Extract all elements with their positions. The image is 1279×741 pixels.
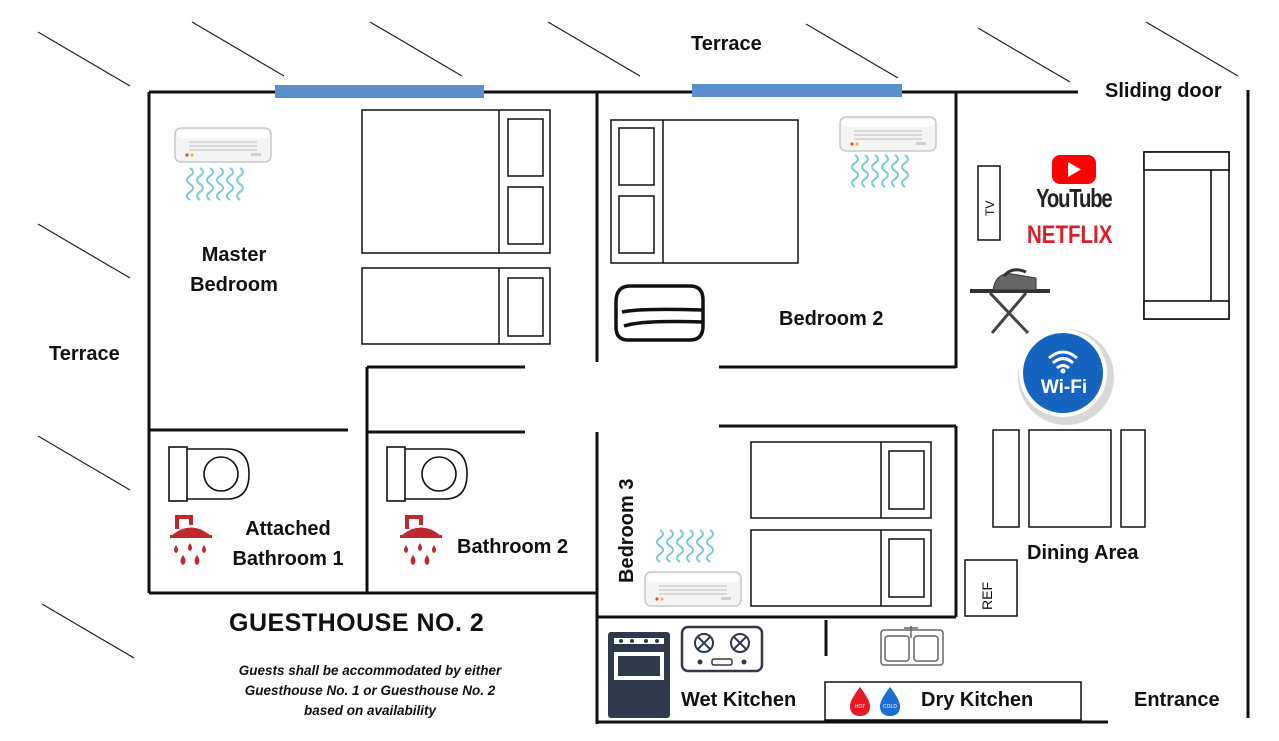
- terrace-left-label: Terrace: [49, 343, 120, 365]
- hot-label: HOT: [855, 704, 866, 710]
- attached-bathroom-1-label: Attached Bathroom 1: [232, 518, 344, 570]
- wifi-label: Wi-Fi: [1041, 377, 1087, 398]
- tv-icon: [977, 165, 1001, 241]
- note-line-3: based on availability: [303, 703, 437, 718]
- window-master-bedroom: [275, 85, 484, 98]
- wifi-icon: [1018, 329, 1114, 425]
- sliding-door-label: Sliding door: [1105, 80, 1222, 102]
- terrace-top-label: Terrace: [691, 33, 762, 55]
- wet-kitchen-label: Wet Kitchen: [681, 689, 797, 711]
- stove-icon: [680, 625, 764, 673]
- master-bedroom-label: Master Bedroom: [190, 244, 278, 296]
- hot-water-icon: [850, 687, 870, 716]
- bedroom-3-label: Bedroom 3: [616, 479, 638, 583]
- accommodation-note: Guests shall be accommodated by either G…: [210, 661, 530, 721]
- bedroom3-bed-top: [750, 441, 932, 519]
- master-bed-double: [361, 109, 551, 254]
- bathroom-2-label: Bathroom 2: [457, 536, 569, 558]
- bedroom2-bed: [610, 119, 799, 264]
- dining-table: [992, 429, 1146, 528]
- entrance-label: Entrance: [1134, 689, 1220, 711]
- toilet-icon-bath2: [386, 446, 468, 502]
- master-bed-single: [361, 267, 551, 345]
- ref-label: REF: [979, 582, 995, 610]
- refrigerator-icon: [964, 559, 1018, 617]
- blanket-icon: [614, 284, 705, 342]
- note-line-2: Guesthouse No. 1 or Guesthouse No. 2: [244, 683, 496, 698]
- bedroom2-ac-icon: [839, 116, 937, 188]
- shower-icon-bath2: [400, 515, 442, 565]
- toilet-icon-bath1: [168, 446, 250, 502]
- sofa-icon: [1143, 151, 1230, 320]
- sink-icon: [880, 626, 944, 666]
- dining-area-label: Dining Area: [1027, 542, 1139, 564]
- note-line-1: Guests shall be accommodated by either: [238, 663, 502, 678]
- oven-icon: [608, 632, 670, 718]
- bedroom-2-label: Bedroom 2: [779, 308, 884, 330]
- youtube-label: YouTube: [1036, 183, 1113, 213]
- shower-icon-bath1: [170, 515, 212, 565]
- bedroom3-ac-icon: [644, 529, 742, 607]
- bedroom3-bed-bottom: [750, 529, 932, 607]
- terrace-hatching: [37, 21, 1239, 659]
- youtube-icon: [1052, 155, 1096, 184]
- cold-water-icon: [880, 687, 900, 716]
- guesthouse-title: GUESTHOUSE NO. 2: [229, 609, 485, 637]
- cold-label: COLD: [883, 704, 897, 710]
- dry-kitchen-label: Dry Kitchen: [921, 689, 1034, 711]
- netflix-logo: NETFLIX: [1027, 221, 1113, 249]
- iron-icon: [970, 268, 1050, 335]
- window-bedroom-2: [692, 84, 902, 97]
- master-ac-icon: [174, 127, 272, 201]
- tv-label: TV: [983, 201, 997, 216]
